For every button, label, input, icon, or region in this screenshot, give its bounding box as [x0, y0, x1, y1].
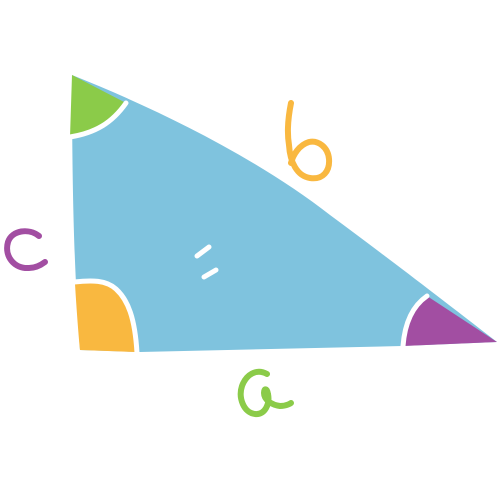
label-b-glyph [284, 100, 333, 182]
triangle-body [72, 75, 497, 352]
top-arc-separator [67, 100, 129, 140]
label-c-glyph [4, 228, 48, 271]
right-wedge-separator [400, 293, 430, 349]
top-angle-marker [70, 75, 126, 137]
right-angle-separator [71, 278, 140, 356]
equal-mark-bottom [201, 267, 219, 280]
label-a-glyph [237, 368, 294, 417]
right-angle-marker [75, 282, 135, 352]
label-c-group: c [4, 228, 48, 271]
label-a-group: a [237, 368, 294, 417]
label-b-group: b [284, 100, 333, 182]
equal-mark-top [194, 244, 212, 259]
right-angle-wedge [403, 296, 497, 346]
equal-mark [194, 244, 219, 280]
